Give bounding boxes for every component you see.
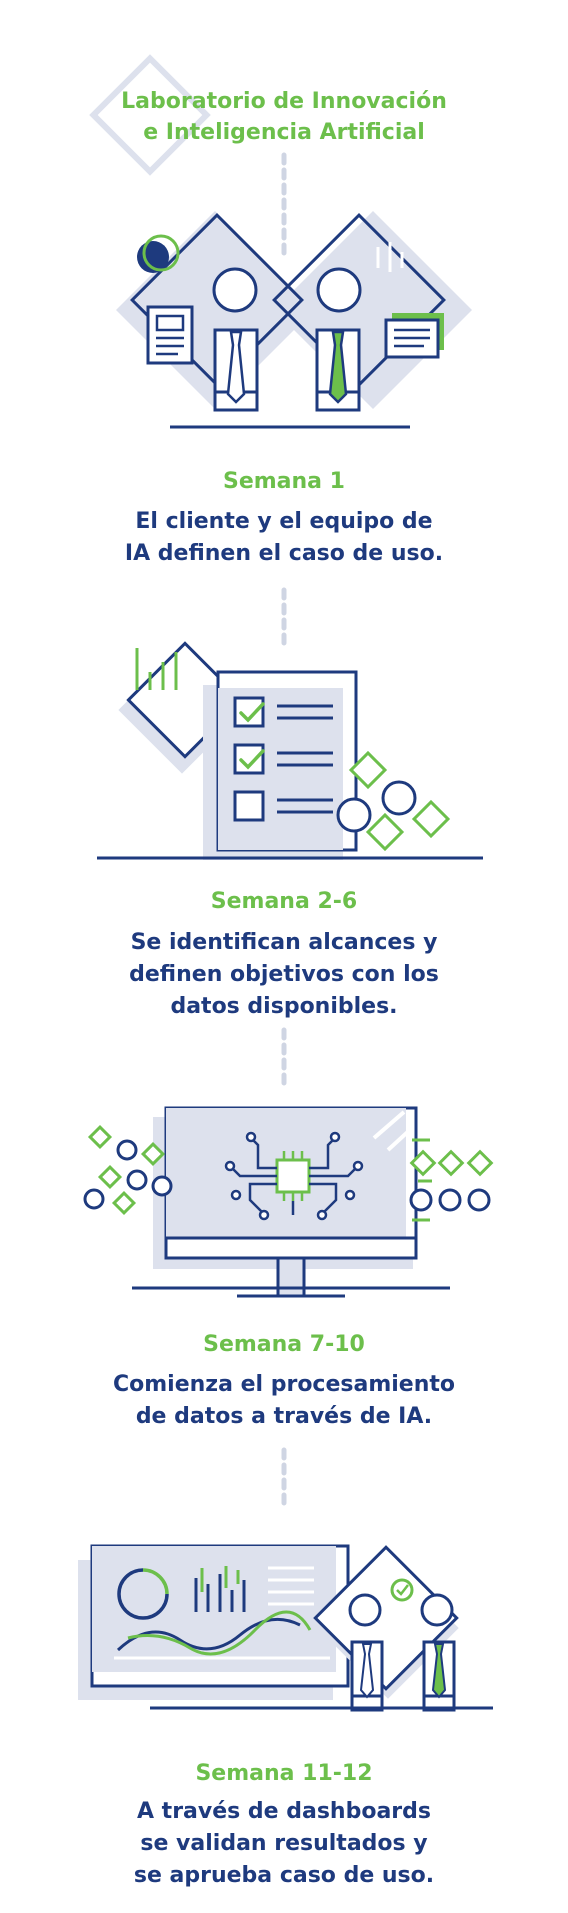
step-2-line-2: definen objetivos con los [129,962,439,987]
step-1-week: Semana 1 [222,469,345,494]
step-4-line-1: A través de dashboards [137,1799,431,1824]
step-1-line-1: El cliente y el equipo de [135,509,433,534]
step-3-line-2: de datos a través de IA. [135,1404,433,1429]
step-2-week: Semana 2-6 [210,889,358,914]
step-2-line-1: Se identifican alcances y [130,930,438,955]
diamond-outline-icon [89,54,211,176]
step-1-line-2: IA definen el caso de uso. [124,541,444,566]
step-4-description: A través de dashboards se validan result… [0,1796,568,1892]
people-meeting-icon [116,211,472,429]
step-3-description: Comienza el procesamiento de datos a tra… [0,1369,568,1433]
step-4-line-3: se aprueba caso de uso. [133,1863,435,1888]
step-2-description: Se identifican alcances y definen objeti… [0,927,568,1023]
step-3-line-1: Comienza el procesamiento [112,1372,456,1397]
monitor-ai-chip-icon [83,1106,494,1298]
page-title: Laboratorio de Innovación e Inteligencia… [0,86,568,148]
page-title-line-2: e Inteligencia Artificial [143,120,425,145]
step-2-line-3: datos disponibles. [170,994,398,1019]
step-4-week: Semana 11-12 [195,1761,373,1786]
step-4-line-2: se validan resultados y [140,1831,428,1856]
step-3-week: Semana 7-10 [203,1332,365,1357]
page-title-line-1: Laboratorio de Innovación [121,89,447,114]
dashboard-presentation-icon [78,1544,493,1712]
step-1-description: El cliente y el equipo de IA definen el … [0,506,568,570]
checklist-document-icon [97,641,483,860]
